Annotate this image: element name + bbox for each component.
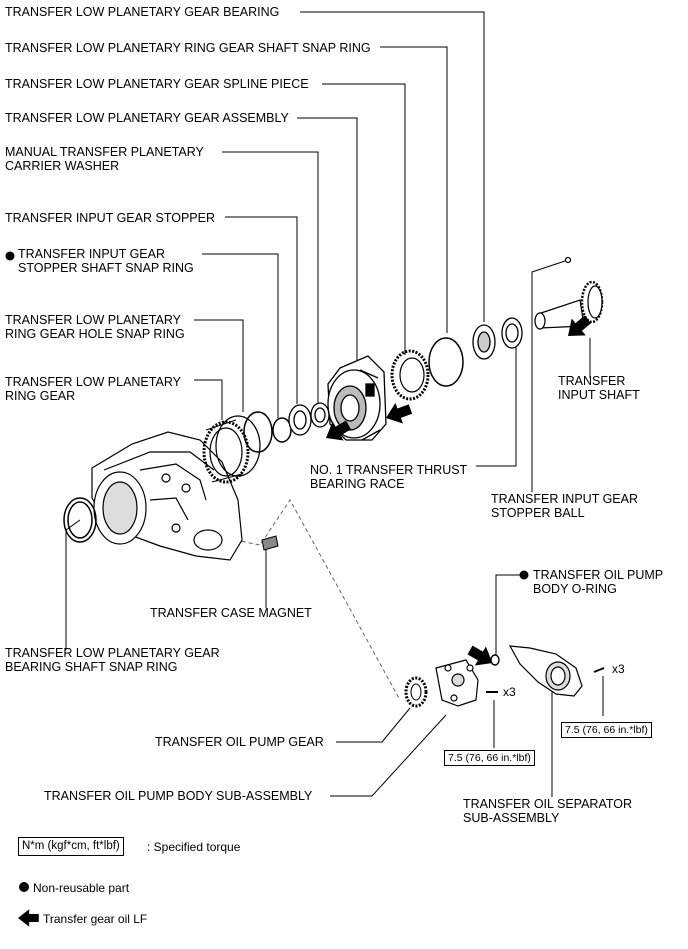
leader-ring-gear-hole-snap-ring	[194, 319, 244, 412]
spline-piece-part	[390, 349, 430, 401]
label-ring-gear-shaft-snap-ring: TRANSFER LOW PLANETARY RING GEAR SHAFT S…	[5, 41, 371, 55]
leader-lines	[65, 11, 604, 797]
label-oil-separator: TRANSFER OIL SEPARATOR SUB-ASSEMBLY	[463, 797, 633, 825]
bearing-shaft-snap-ring-part	[63, 497, 97, 543]
label-input-gear-stopper: TRANSFER INPUT GEAR STOPPER	[5, 211, 215, 225]
label-gear-assembly: TRANSFER LOW PLANETARY GEAR ASSEMBLY	[5, 111, 289, 125]
label-ring-gear-hole-snap-ring: TRANSFER LOW PLANETARY RING GEAR HOLE SN…	[5, 313, 185, 341]
o-ring-part	[490, 654, 500, 666]
input-gear-stopper-part	[288, 404, 312, 436]
leader-gear-assembly	[297, 117, 358, 360]
leader-oil-pump-body	[330, 714, 447, 797]
legend-non-reusable: Non-reusable part	[33, 881, 130, 895]
multiplier-pump-body: x3	[503, 685, 516, 699]
oil-pump-gear-part	[404, 676, 428, 708]
dashed-guide	[234, 499, 401, 701]
transfer-case-housing	[91, 431, 243, 561]
planetary-gear-assembly-part	[327, 355, 387, 441]
leader-spline-piece	[322, 83, 406, 355]
multiplier-separator: x3	[612, 662, 625, 676]
thrust-bearing-race-part	[501, 317, 523, 349]
leader-stopper-shaft-snap-ring	[202, 253, 279, 418]
legend-gear-oil: Transfer gear oil LF	[43, 912, 148, 926]
label-stopper-ball: TRANSFER INPUT GEAR STOPPER BALL	[491, 492, 639, 520]
legend-torque-text: : Specified torque	[147, 840, 241, 854]
label-input-shaft: TRANSFER INPUT SHAFT	[558, 374, 640, 402]
label-case-magnet: TRANSFER CASE MAGNET	[150, 606, 312, 620]
oil-pump-body-part	[435, 659, 498, 707]
label-bearing-shaft-snap-ring: TRANSFER LOW PLANETARY GEAR BEARING SHAF…	[5, 646, 220, 674]
oil-separator-part	[508, 645, 605, 697]
leader-gear-bearing	[300, 11, 485, 322]
label-ring-gear: TRANSFER LOW PLANETARY RING GEAR	[5, 375, 181, 403]
case-magnet-part	[261, 535, 279, 551]
ring-gear-part	[202, 415, 261, 484]
leader-ring-gear	[194, 379, 223, 420]
leader-o-ring	[495, 574, 520, 655]
ring-gear-hole-snap-ring-part	[243, 411, 273, 453]
leader-oil-pump-gear	[336, 707, 411, 743]
leader-thrust-bearing-race	[476, 338, 517, 467]
torque-box-pump-body: 7.5 (76, 66 in.*lbf)	[444, 750, 535, 766]
label-oil-pump-body: TRANSFER OIL PUMP BODY SUB-ASSEMBLY	[44, 789, 313, 803]
legend-dot-icon	[19, 882, 29, 892]
input-shaft-part	[534, 256, 604, 330]
oil-arrow-gear-assembly	[382, 398, 415, 429]
label-carrier-washer: MANUAL TRANSFER PLANETARY CARRIER WASHER	[5, 145, 204, 173]
label-gear-bearing: TRANSFER LOW PLANETARY GEAR BEARING	[5, 5, 280, 19]
carrier-washer-part	[310, 402, 330, 428]
stopper-shaft-snap-ring-part	[272, 417, 292, 443]
label-spline-piece: TRANSFER LOW PLANETARY GEAR SPLINE PIECE	[5, 77, 309, 91]
non-reusable-dot-o-ring	[519, 570, 529, 580]
label-oil-pump-gear: TRANSFER OIL PUMP GEAR	[155, 735, 324, 749]
ring-gear-shaft-snap-ring-part	[428, 337, 464, 387]
leader-ring-gear-shaft-snap-ring	[380, 46, 448, 333]
non-reusable-dot-snap-ring	[5, 251, 15, 261]
leader-carrier-washer	[222, 151, 319, 408]
leader-input-gear-stopper	[225, 216, 298, 404]
gear-bearing-part	[472, 324, 496, 360]
label-o-ring: TRANSFER OIL PUMP BODY O-RING	[533, 568, 664, 596]
torque-box-separator: 7.5 (76, 66 in.*lbf)	[561, 722, 652, 738]
leader-stopper-ball	[531, 259, 569, 492]
legend-torque-box: N*m (kgf*cm, ft*lbf)	[18, 837, 124, 856]
label-stopper-shaft-snap-ring: TRANSFER INPUT GEAR STOPPER SHAFT SNAP R…	[18, 247, 194, 275]
label-thrust-bearing-race: NO. 1 TRANSFER THRUST BEARING RACE	[310, 463, 468, 491]
legend-arrow-icon	[18, 909, 39, 927]
